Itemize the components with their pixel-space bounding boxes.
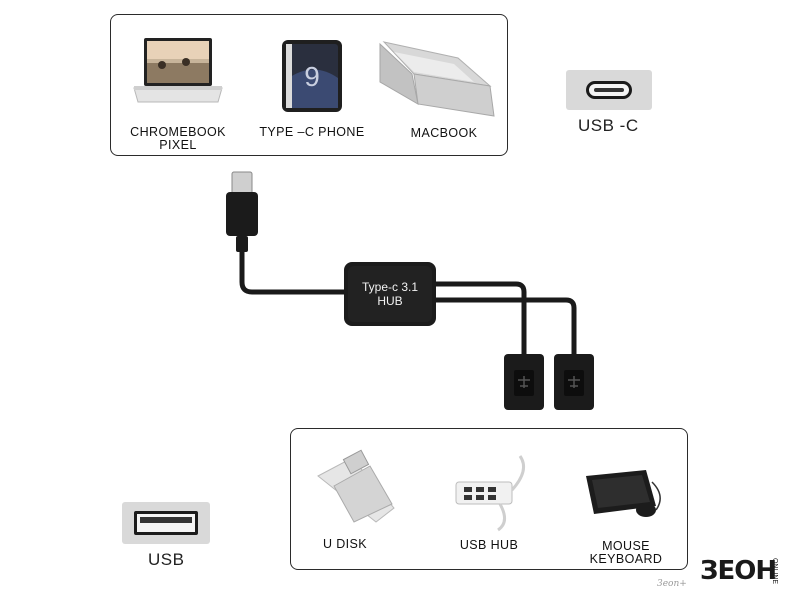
usb-c-port-label: USB -C xyxy=(578,116,639,135)
device-label-chromebook: CHROMEBOOK PIXEL xyxy=(118,126,238,152)
watermark: 3eon+ xyxy=(657,579,687,589)
device-label-mouse-keyboard: MOUSE KEYBOARD xyxy=(576,540,676,566)
device-label-line: PIXEL xyxy=(159,138,197,152)
laptop-icon xyxy=(133,38,223,103)
keyboard-mouse-icon xyxy=(586,470,661,517)
usb-a-female-connector-2 xyxy=(554,354,594,410)
macbook-icon xyxy=(379,41,495,117)
hub-label-line2: HUB xyxy=(377,294,403,308)
usb-a-port-icon xyxy=(122,502,210,544)
device-label-phone: TYPE –C PHONE xyxy=(252,126,372,139)
hub-body xyxy=(344,262,436,326)
input-cable xyxy=(239,252,346,295)
svg-text:9: 9 xyxy=(304,61,320,92)
hub-label: Type-c 3.1 HUB xyxy=(344,280,436,308)
usb-flash-drive-icon xyxy=(317,449,395,523)
usb-c-connector xyxy=(226,171,258,252)
device-label-line: MOUSE xyxy=(602,539,650,553)
device-label-line: USB HUB xyxy=(459,538,519,552)
brand-logo: ЗЕОH xyxy=(700,556,777,586)
usb-hub-icon xyxy=(455,455,526,532)
device-label-line: CHROMEBOOK xyxy=(130,125,226,139)
output-cable-2 xyxy=(432,297,577,356)
output-cable-1 xyxy=(432,281,527,356)
device-label-line: KEYBOARD xyxy=(589,552,663,566)
device-label-usb-hub: USB HUB xyxy=(444,539,534,552)
usb-c-port-icon xyxy=(566,70,652,110)
device-label-line: U DISK xyxy=(322,537,368,551)
device-label-macbook: MACBOOK xyxy=(384,127,504,140)
usb-port-label: USB xyxy=(148,550,185,569)
phone-icon: 9 xyxy=(282,40,342,112)
device-label-line: MACBOOK xyxy=(410,126,478,140)
hub-label-line1: Type-c 3.1 xyxy=(361,280,419,294)
usb-a-female-connector-1 xyxy=(504,354,544,410)
brand-logo-suffix: ONLINE xyxy=(771,558,778,585)
device-label-u-disk: U DISK xyxy=(300,538,390,551)
device-label-line: TYPE –C PHONE xyxy=(259,125,365,139)
